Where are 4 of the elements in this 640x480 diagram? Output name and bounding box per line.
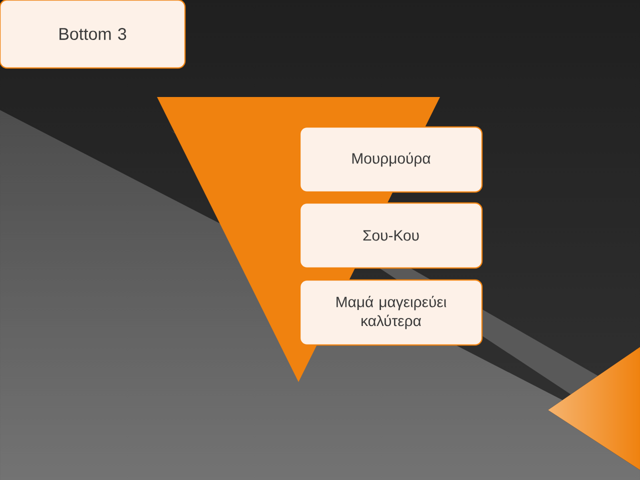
label-box: Μουρμούρα [299,126,483,193]
label-box: Σου-Κου [299,202,483,269]
label-box: Bottom 3 [0,0,186,69]
label-box: Μαμά μαγειρεύει καλύτερα [299,279,483,346]
